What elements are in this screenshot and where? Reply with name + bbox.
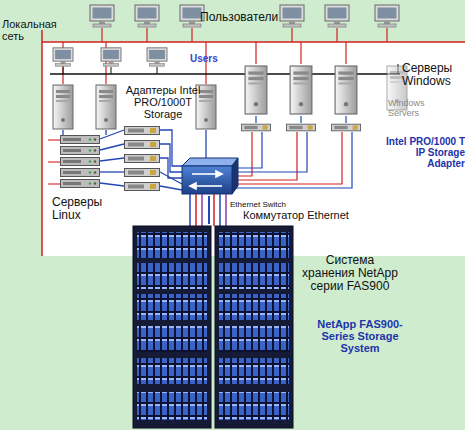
node-title: Система хранения NetApp серии FAS900 bbox=[298, 254, 402, 293]
ethernet-switch: Ethernet SwitchКоммутатор Ethernet bbox=[180, 158, 238, 196]
node-subtitle: Коммутатор Ethernet bbox=[243, 209, 349, 221]
adapter-label: Адаптеры Intel PRO/1000T Storage bbox=[120, 84, 206, 120]
linux-servers-label: Серверы Linux bbox=[52, 196, 104, 222]
users-label: Пользователи bbox=[200, 11, 280, 24]
cable-connector bbox=[208, 196, 210, 224]
lan-label: Локальная сеть bbox=[2, 18, 60, 42]
adapter-english-label: Intel PRO/1000 T IP Storage Adapter bbox=[376, 136, 465, 169]
users-bus-label: Users bbox=[190, 53, 230, 64]
storage-system: Система хранения NetApp серии FAS900NetA… bbox=[132, 224, 294, 429]
node-title: Ethernet Switch bbox=[230, 200, 286, 209]
node-subtitle: NetApp FAS900-Series Storage System bbox=[315, 318, 405, 354]
windows-servers-faded-label: Windows Servers bbox=[388, 98, 428, 118]
windows-servers-label: Серверы Windows bbox=[402, 62, 464, 88]
